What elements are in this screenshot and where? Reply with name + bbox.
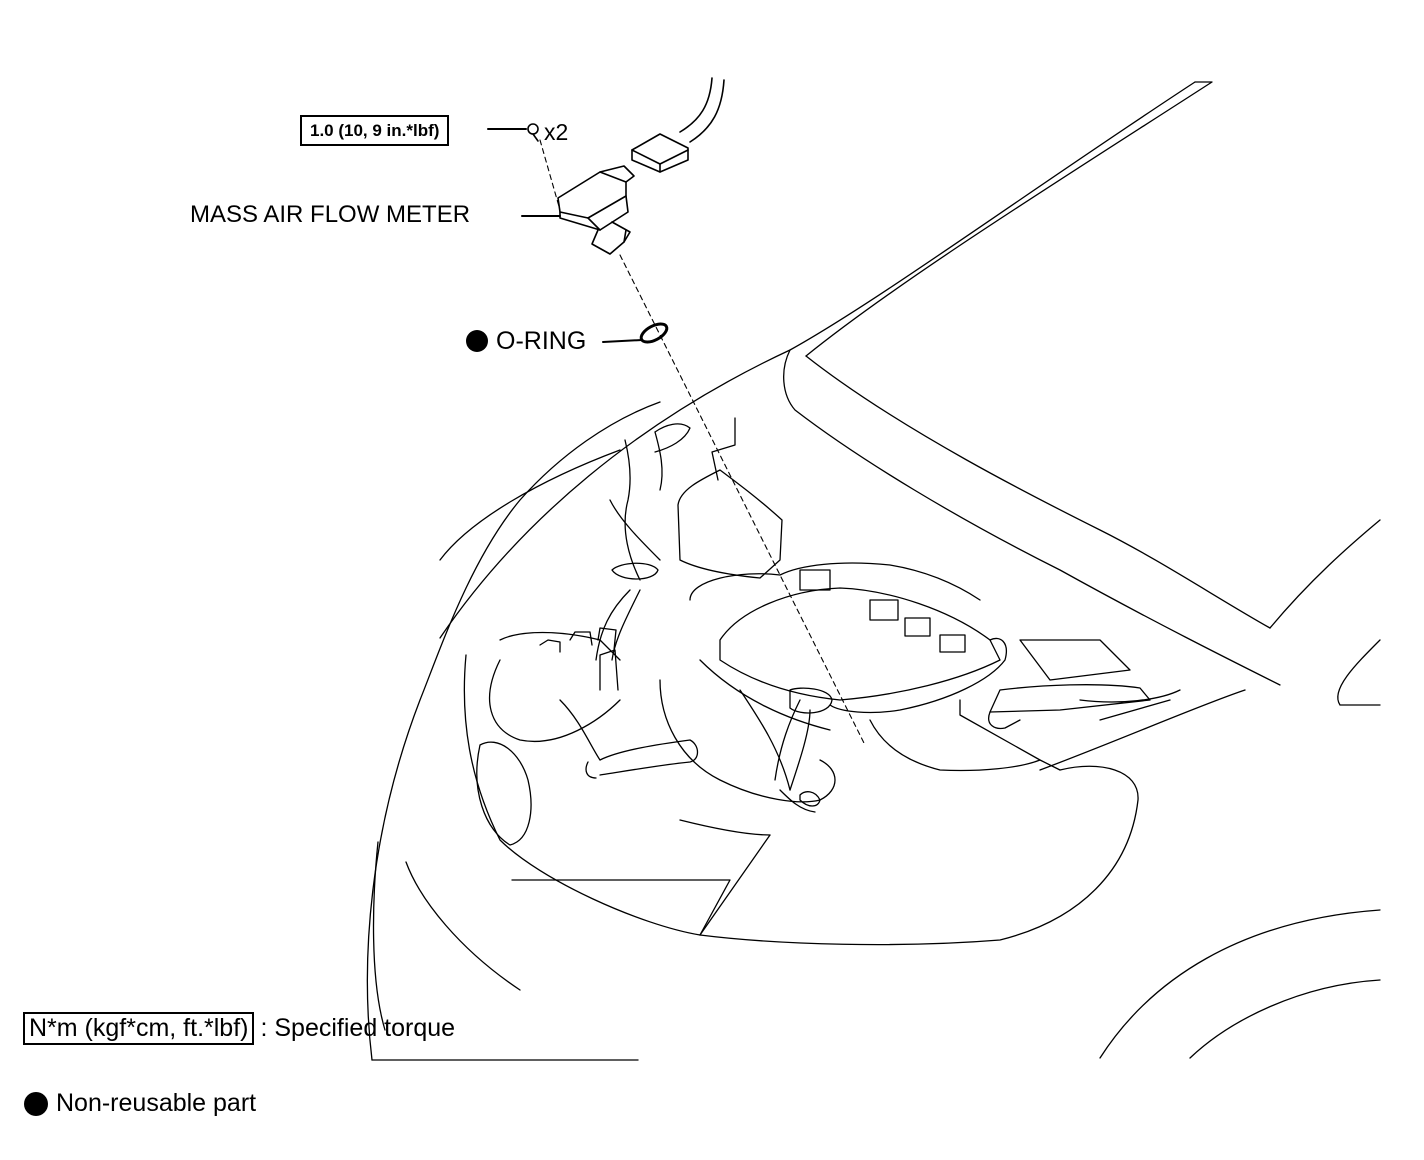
non-reusable-legend: Non-reusable part [24, 1091, 256, 1116]
vehicle-body [366, 401, 1381, 1061]
o-ring-icon [639, 322, 669, 344]
installation-guide-line [539, 139, 866, 746]
oring-leader-line [602, 339, 643, 343]
torque-legend-description: : Specified torque [260, 1014, 456, 1042]
connector-icon [631, 77, 725, 173]
torque-legend: N*m (kgf*cm, ft.*lbf) : Specified torque [23, 1012, 455, 1045]
quantity-label: x2 [544, 119, 569, 145]
mass-air-flow-meter-icon [557, 165, 635, 255]
non-reusable-bullet-icon [466, 330, 488, 352]
torque-units-box: N*m (kgf*cm, ft.*lbf) [23, 1012, 255, 1045]
torque-spec-label: 1.0 (10, 9 in.*lbf) [300, 115, 450, 146]
engine-assembly [488, 417, 1181, 836]
non-reusable-legend-icon [24, 1091, 48, 1116]
o-ring-label: O-RING [496, 327, 587, 355]
mass-air-flow-meter-label: MASS AIR FLOW METER [190, 201, 471, 228]
non-reusable-legend-text: Non-reusable part [56, 1089, 257, 1117]
bolt-icon [527, 123, 539, 142]
hood [439, 81, 1381, 686]
